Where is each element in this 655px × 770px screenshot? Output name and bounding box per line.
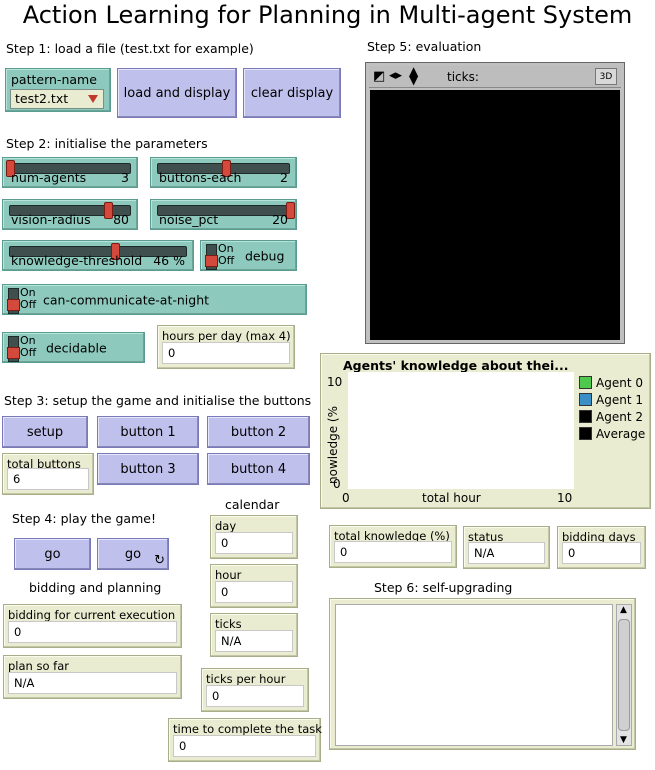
forever-loop-icon: ↻ (154, 553, 165, 568)
bidding-days-monitor: bidding days 0 (557, 526, 646, 569)
can-communicate-at-night-switch[interactable]: On Off can-communicate-at-night (2, 284, 307, 315)
plot-xmin: 0 (342, 491, 350, 505)
legend-swatch (579, 427, 592, 440)
switch-knob (7, 299, 20, 311)
chooser-value: test2.txt (15, 91, 69, 106)
ticks-label: ticks: (447, 70, 479, 84)
clear-display-button[interactable]: clear display (243, 68, 341, 118)
bidding-current-value: 0 (8, 621, 177, 643)
total-knowledge-monitor: total knowledge (%) 0 (329, 525, 457, 568)
noise-pct-slider[interactable]: noise_pct 20 (150, 199, 297, 230)
switch-knob (7, 347, 20, 359)
num-agents-slider[interactable]: num-agents 3 (2, 157, 138, 188)
slider-knob[interactable] (222, 160, 231, 177)
3d-button[interactable]: 3D (595, 68, 617, 85)
plot-title: Agents' knowledge about thei... (343, 358, 569, 373)
plot-ymax: 10 (327, 375, 343, 389)
step2-label: Step 2: initialise the parameters (6, 136, 208, 151)
output-textarea[interactable] (335, 604, 613, 746)
step5-label: Step 5: evaluation (367, 39, 482, 54)
status-monitor: status N/A (463, 526, 550, 569)
legend-swatch (579, 376, 592, 389)
pattern-name-chooser[interactable]: pattern-name test2.txt (5, 68, 111, 112)
hours-per-day-input[interactable]: hours per day (max 4) 0 (157, 325, 295, 369)
step1-label: Step 1: load a file (test.txt for exampl… (6, 41, 254, 56)
plot-xlabel: total hour (422, 491, 481, 505)
bidding-and-planning-label: bidding and planning (29, 580, 162, 595)
slider-knob[interactable] (286, 202, 295, 219)
total-buttons-value: 6 (7, 468, 89, 490)
legend-swatch (579, 410, 592, 423)
go-forever-button[interactable]: go ↻ (97, 538, 169, 570)
world-canvas[interactable] (370, 90, 620, 340)
decidable-switch[interactable]: On Off decidable (2, 332, 145, 363)
world-view[interactable]: ◩ ◂▸ ▲▼ ticks: 3D (365, 62, 625, 344)
plan-so-far-value: N/A (8, 672, 177, 694)
ticks-monitor: ticks N/A (210, 613, 298, 657)
view-toolbar: ◩ ◂▸ ▲▼ ticks: 3D (369, 64, 621, 88)
step6-label: Step 6: self-upgrading (374, 580, 513, 595)
plot-ylabel: nowledge (% (326, 406, 340, 484)
step3-label: Step 3: setup the game and initialise th… (4, 393, 312, 408)
button-2[interactable]: button 2 (207, 416, 310, 448)
legend-item: Agent 0 (579, 374, 651, 391)
hour-monitor: hour 0 (210, 564, 298, 608)
chooser-value-box[interactable]: test2.txt (10, 89, 104, 109)
button-1[interactable]: button 1 (97, 416, 199, 448)
day-monitor: day 0 (210, 515, 298, 559)
slider-knob[interactable] (104, 202, 113, 219)
slider-knob[interactable] (6, 160, 15, 177)
knowledge-plot: Agents' knowledge about thei... nowledge… (320, 353, 651, 509)
plan-so-far-monitor: plan so far N/A (3, 655, 182, 699)
button-3[interactable]: button 3 (97, 453, 199, 485)
dropdown-arrow-icon (88, 95, 98, 103)
calendar-label: calendar (225, 497, 280, 512)
legend-swatch (579, 393, 592, 406)
button-4[interactable]: button 4 (207, 453, 310, 485)
setup-button[interactable]: setup (2, 416, 88, 448)
buttons-each-slider[interactable]: buttons-each 2 (150, 157, 297, 188)
slider-knob[interactable] (111, 243, 120, 260)
knowledge-threshold-slider[interactable]: knowledge-threshold 46 % (2, 240, 194, 271)
scroll-thumb[interactable] (618, 619, 630, 731)
edge-toggle-icon[interactable]: ◩ (373, 69, 386, 84)
output-scrollbar[interactable]: ▲ ▼ (616, 604, 632, 746)
page-title: Action Learning for Planning in Multi-ag… (22, 1, 633, 29)
plot-area (348, 372, 574, 489)
scroll-up-icon[interactable]: ▲ (620, 605, 627, 615)
hours-per-day-value[interactable]: 0 (162, 342, 290, 364)
load-and-display-button[interactable]: load and display (117, 68, 237, 118)
plot-xmax: 10 (557, 491, 573, 505)
plot-legend: Agent 0 Agent 1 Agent 2 Average (579, 374, 651, 442)
switch-knob (205, 255, 218, 267)
ticks-per-hour-monitor: ticks per hour 0 (201, 668, 309, 712)
plot-ymin: 0 (333, 477, 341, 491)
time-to-complete-monitor: time to complete the task 0 (168, 718, 322, 762)
legend-item: Agent 2 (579, 408, 651, 425)
legend-item: Agent 1 (579, 391, 651, 408)
vertical-arrows-icon[interactable]: ▲▼ (409, 64, 419, 87)
scroll-down-icon[interactable]: ▼ (620, 735, 627, 745)
bidding-current-monitor: bidding for current execution 0 (3, 604, 182, 648)
self-upgrading-output: ▲ ▼ (329, 598, 636, 750)
total-buttons-monitor: total buttons 6 (2, 453, 94, 495)
step4-label: Step 4: play the game! (12, 511, 156, 526)
horizontal-arrows-icon[interactable]: ◂▸ (389, 68, 403, 83)
debug-switch[interactable]: On Off debug (200, 240, 297, 271)
vision-radius-slider[interactable]: vision-radius 80 (2, 199, 138, 230)
go-button[interactable]: go (14, 538, 91, 570)
legend-item: Average (579, 425, 651, 442)
chooser-label: pattern-name (11, 72, 97, 87)
